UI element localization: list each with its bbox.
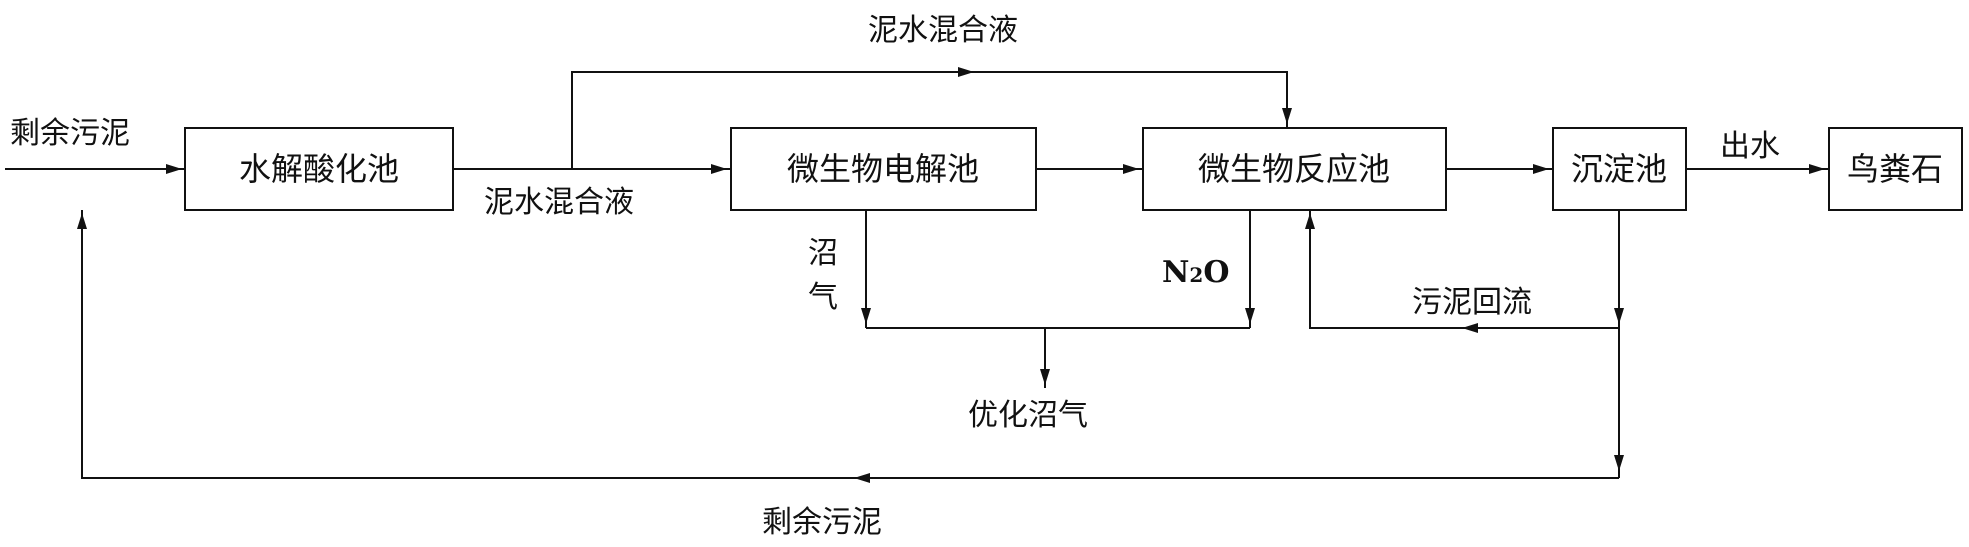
- arrowhead-sedimentation-down-1: [1614, 308, 1624, 324]
- line-excess-sludge-loop: [81, 210, 1619, 479]
- arrowhead-sedimentation-down-2: [1614, 455, 1624, 471]
- box-hydrolysis-label: 水解酸化池: [239, 150, 399, 188]
- box-electrolysis-label: 微生物电解池: [787, 150, 979, 188]
- label-mixed-liquor-mid: 泥水混合液: [484, 185, 634, 220]
- box-struvite: 鸟粪石: [1828, 127, 1963, 211]
- box-hydrolysis-acidification-tank: 水解酸化池: [184, 127, 454, 211]
- arrowhead-n2o-down: [1245, 308, 1255, 324]
- label-excess-sludge-inlet: 剩余污泥: [10, 116, 130, 151]
- label-optimized-biogas: 优化沼气: [968, 398, 1088, 433]
- arrowhead-to-reactor: [1123, 164, 1139, 174]
- box-reactor-label: 微生物反应池: [1198, 150, 1390, 188]
- arrowhead-optimized-biogas: [1040, 369, 1050, 385]
- arrowhead-sludge-return-up: [1305, 213, 1315, 229]
- arrowhead-to-struvite: [1809, 164, 1825, 174]
- arrowhead-biogas-down: [861, 308, 871, 324]
- label-n2o: N2O: [1162, 255, 1229, 290]
- arrowhead-excess-sludge-left: [854, 473, 870, 483]
- arrowhead-bypass-into-reactor: [1282, 108, 1292, 124]
- arrowhead-excess-sludge-up: [77, 213, 87, 229]
- arrowhead-to-sedimentation: [1533, 164, 1549, 174]
- arrowhead-to-electrolysis: [711, 164, 727, 174]
- box-microbial-electrolysis-cell: 微生物电解池: [730, 127, 1037, 211]
- box-microbial-reaction-tank: 微生物反应池: [1142, 127, 1447, 211]
- label-excess-sludge-bottom: 剩余污泥: [762, 505, 882, 540]
- label-biogas-char1: 沼: [808, 236, 838, 271]
- arrowhead-sludge-return-left: [1462, 323, 1478, 333]
- label-biogas-char2: 气: [808, 280, 838, 315]
- label-effluent: 出水: [1720, 129, 1780, 164]
- label-sludge-return: 污泥回流: [1412, 285, 1532, 320]
- label-mixed-liquor-top: 泥水混合液: [868, 13, 1018, 48]
- box-struvite-label: 鸟粪石: [1847, 150, 1943, 188]
- arrowhead-bypass-top: [958, 67, 974, 77]
- line-bypass-top: [571, 71, 1288, 169]
- arrowhead-inlet: [166, 164, 182, 174]
- line-sludge-return: [1309, 210, 1619, 329]
- box-sedimentation-tank: 沉淀池: [1552, 127, 1687, 211]
- box-sedimentation-label: 沉淀池: [1571, 150, 1667, 188]
